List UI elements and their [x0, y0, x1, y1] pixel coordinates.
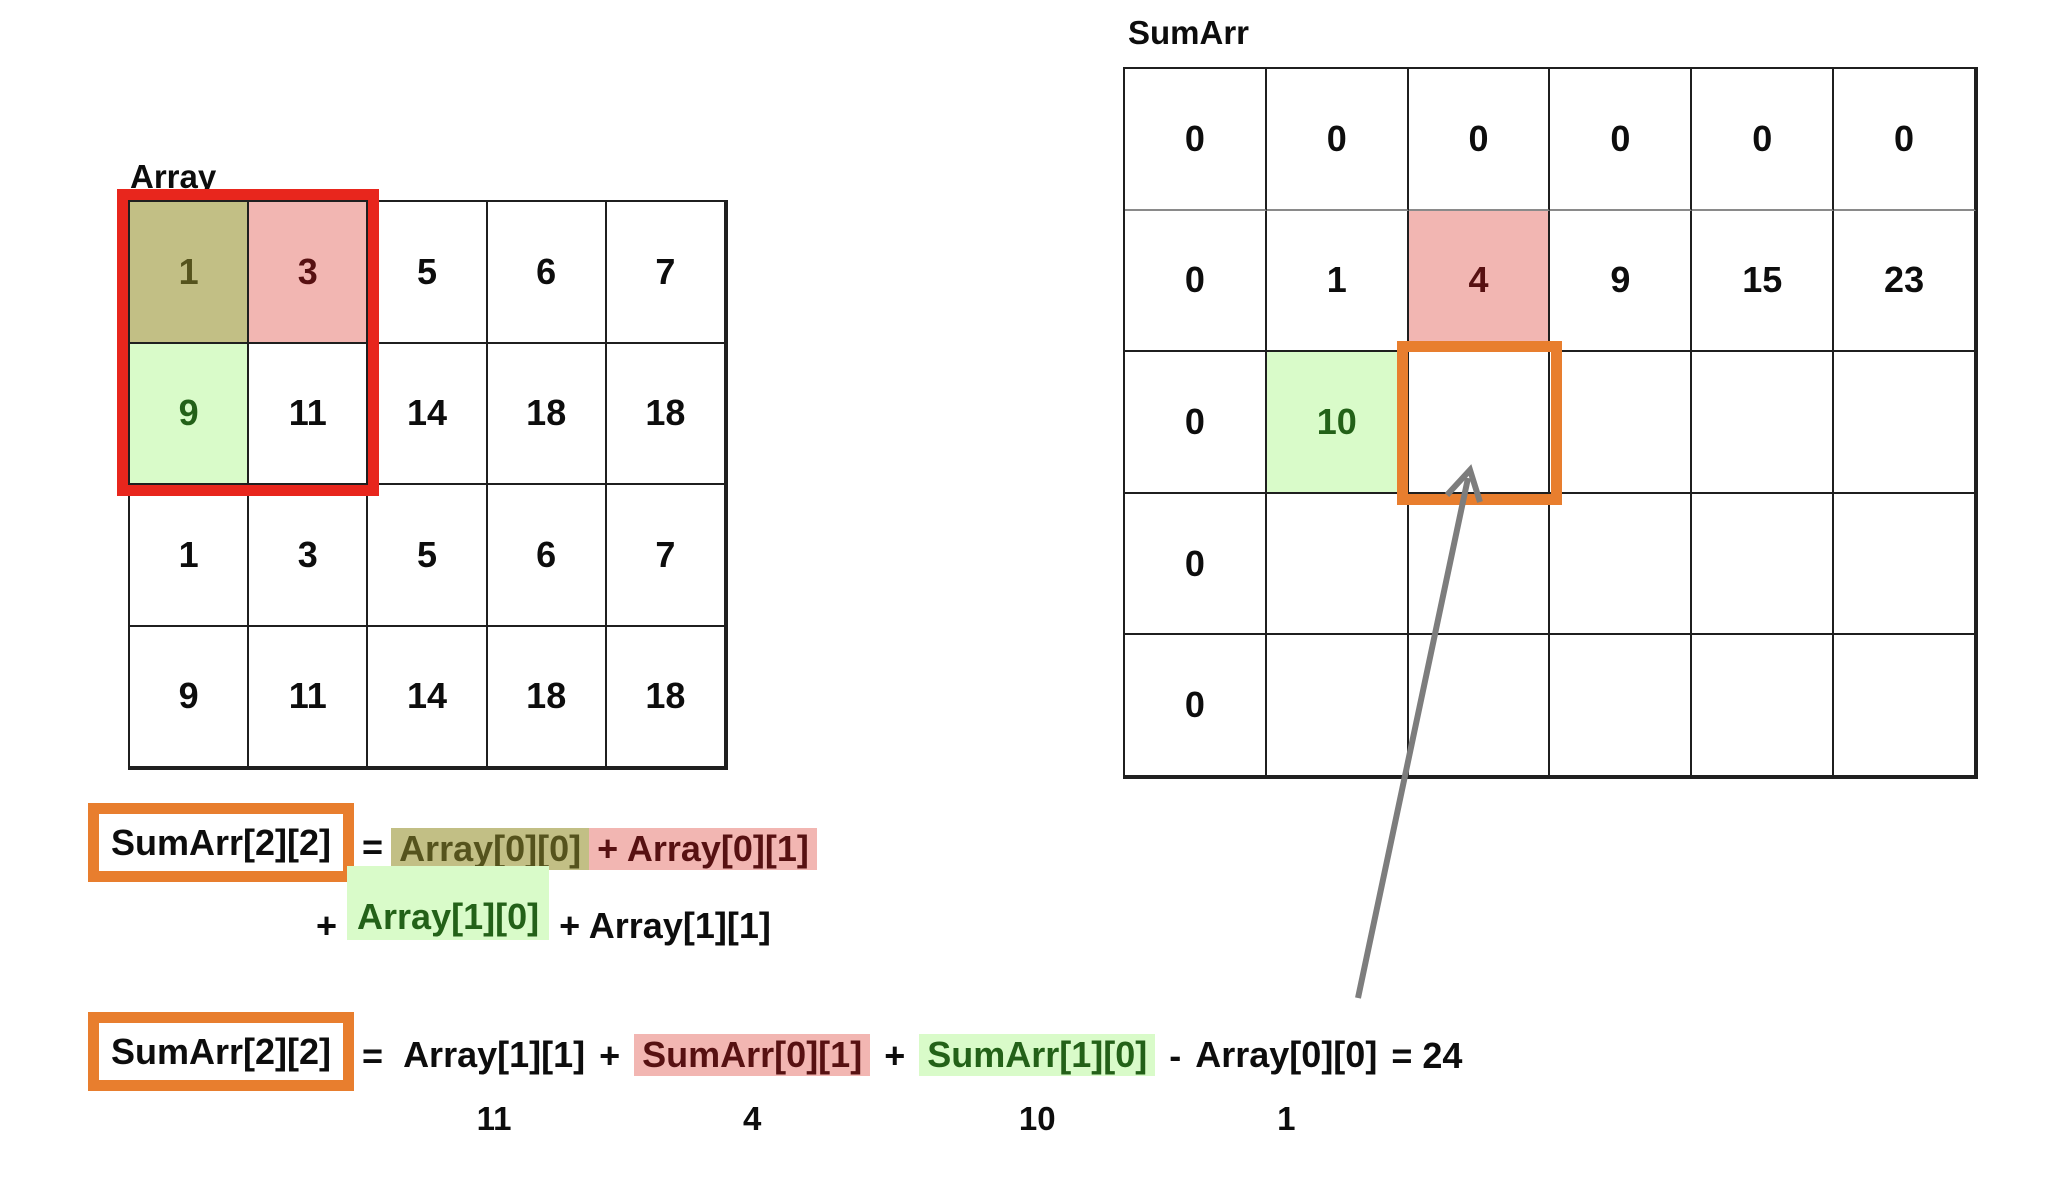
sumarr-grid-cell-r1c3: 9	[1550, 210, 1693, 353]
sumarr-grid-cell-r4c1	[1266, 635, 1409, 777]
array-grid-cell-r3c4: 18	[606, 626, 726, 768]
sumarr-grid-cell-r0c0: 0	[1125, 69, 1267, 211]
formula-2-term-value: 1	[1277, 1100, 1296, 1137]
array-grid-cell-r1c3: 18	[487, 343, 607, 485]
array-grid-cell-r0c1: 3	[249, 202, 369, 344]
array-grid-cell-r3c0: 9	[130, 626, 250, 768]
sumarr-grid-cell-r3c0: 0	[1125, 493, 1267, 636]
array-grid-cell-r1c2: 14	[368, 343, 488, 485]
sumarr-grid-cell-r3c3	[1550, 493, 1693, 636]
array-grid-cell-r3c1: 11	[249, 626, 369, 768]
formula-2-term-text: Array[1][1]	[403, 1034, 586, 1075]
array-grid-cell-r0c4: 7	[606, 202, 726, 344]
formula-1-lhs-box: SumArr[2][2]	[88, 803, 355, 882]
array-grid-cell-r3c3: 18	[487, 626, 607, 768]
formula-2-operator-1: +	[599, 1035, 621, 1076]
sumarr-grid-cell-r1c5: 23	[1834, 210, 1976, 353]
sumarr-grid-cell-r4c3	[1550, 635, 1693, 777]
formula-2-line: SumArr[2][2] = Array[1][1] 11 + SumArr[0][1…	[88, 1012, 1462, 1138]
sumarr-grid-label: SumArr	[1128, 14, 1250, 51]
array-grid-cell-r0c0: 1	[130, 202, 250, 344]
sumarr-grid-cell-r2c0: 0	[1125, 352, 1267, 494]
sumarr-grid-cell-r0c3: 0	[1550, 69, 1693, 211]
sumarr-grid-cell-r0c5: 0	[1834, 69, 1976, 211]
array-grid-cell-r2c1: 3	[249, 485, 369, 627]
sumarr-grid-cell-r1c4: 15	[1692, 210, 1835, 353]
array-grid-cell-r1c0: 9	[130, 343, 250, 485]
formula-2-lhs: SumArr[2][2]	[111, 1030, 332, 1072]
formula-1-line-2: + Array[1][0] + Array[1][1]	[316, 866, 771, 948]
formula-2-term-sumarr01: SumArr[0][1] 4	[634, 1034, 871, 1138]
formula-2-term-text: Array[0][0]	[1195, 1034, 1378, 1075]
array-grid-cell-r2c4: 7	[606, 485, 726, 627]
sumarr-grid-cell-r3c2	[1408, 493, 1551, 636]
sumarr-grid-cell-r3c5	[1834, 493, 1976, 636]
sumarr-grid-cell-r2c2	[1408, 352, 1551, 494]
formula-2-term-text: SumArr[0][1]	[634, 1034, 871, 1076]
array-grid-cell-r1c1: 11	[249, 343, 369, 485]
formula-1-lhs: SumArr[2][2]	[111, 821, 332, 863]
formula-2-term-array00: Array[0][0] 1	[1195, 1034, 1377, 1138]
sumarr-grid-cell-r0c2: 0	[1408, 69, 1551, 211]
formula-1-term-array01: + Array[0][1]	[589, 828, 817, 870]
sumarr-grid-cell-r4c4	[1692, 635, 1835, 777]
formula-1-term-array11: + Array[1][1]	[559, 905, 771, 946]
formula-2-term-sumarr10: SumArr[1][0] 10	[919, 1034, 1156, 1138]
formula-2-equals-sign: =	[362, 1035, 384, 1076]
sumarr-grid-cell-r1c0: 0	[1125, 210, 1267, 353]
sumarr-grid-cell-r3c4	[1692, 493, 1835, 636]
array-grid-cell-r0c3: 6	[487, 202, 607, 344]
formula-1-plus-sign: +	[316, 905, 338, 946]
formula-2-result: = 24	[1391, 1035, 1463, 1076]
sumarr-grid-cell-r4c2	[1408, 635, 1551, 777]
array-grid-cell-r2c2: 5	[368, 485, 488, 627]
formula-2-term-value: 11	[476, 1100, 512, 1137]
array-grid-cell-r2c0: 1	[130, 485, 250, 627]
formula-2-term-array11: Array[1][1] 11	[403, 1034, 585, 1138]
formula-2-operator-5: -	[1169, 1035, 1182, 1076]
sumarr-grid-cell-r4c5	[1834, 635, 1976, 777]
array-grid-cell-r3c2: 14	[368, 626, 488, 768]
array-grid-cell-r2c3: 6	[487, 485, 607, 627]
sumarr-grid-cell-r0c1: 0	[1266, 69, 1409, 211]
sumarr-grid-cell-r3c1	[1266, 493, 1409, 636]
sumarr-grid-cell-r2c3	[1550, 352, 1693, 494]
formula-2-lhs-box: SumArr[2][2]	[88, 1012, 355, 1091]
sumarr-grid-cell-r4c0: 0	[1125, 635, 1267, 777]
formula-1-term-array10: Array[1][0]	[347, 866, 550, 940]
formula-1-term-array00: Array[0][0]	[391, 828, 590, 870]
formula-2-term-value: 10	[1018, 1100, 1056, 1137]
formula-1-equals-sign: =	[362, 826, 384, 867]
sumarr-grid-cell-r0c4: 0	[1692, 69, 1835, 211]
formula-1-line-1: SumArr[2][2] = Array[0][0] + Array[0][1]	[88, 803, 817, 882]
formula-2-term-text: SumArr[1][0]	[919, 1034, 1156, 1076]
formula-2-operator-3: +	[884, 1035, 906, 1076]
sumarr-grid-cell-r1c2: 4	[1408, 210, 1551, 353]
formula-2-term-value: 4	[742, 1100, 762, 1137]
sumarr-grid-cell-r2c1: 10	[1266, 352, 1409, 494]
sumarr-grid-cell-r2c5	[1834, 352, 1976, 494]
sumarr-grid-cell-r1c1: 1	[1266, 210, 1409, 353]
sumarr-grid-cell-r2c4	[1692, 352, 1835, 494]
array-grid-cell-r0c2: 5	[368, 202, 488, 344]
array-grid-cell-r1c4: 18	[606, 343, 726, 485]
array-grid-label: Array	[130, 158, 217, 195]
